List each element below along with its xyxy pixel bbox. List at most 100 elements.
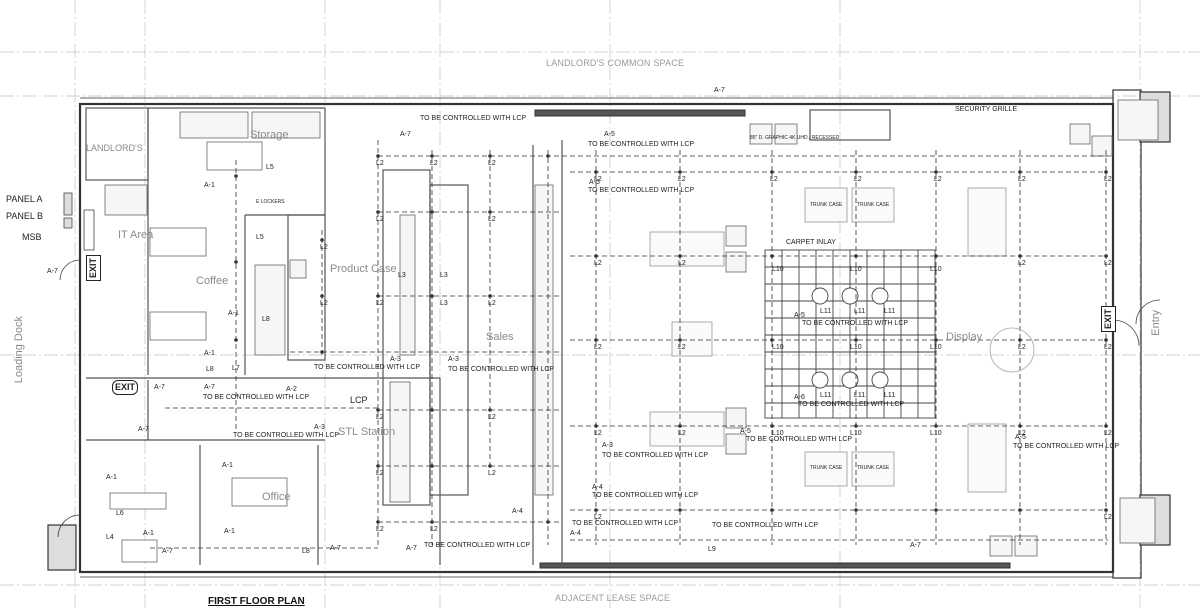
circuit-tag: L10 [930, 266, 942, 273]
circuit-tag: L3 [440, 300, 448, 307]
circuit-tag: A-4 [592, 484, 603, 491]
lcp-note-6: TO BE CONTROLLED WITH LCP [448, 366, 555, 373]
circuit-tag: L2 [488, 414, 496, 421]
circuit-tag: L2 [678, 176, 686, 183]
lcp-note-8: TO BE CONTROLLED WITH LCP [798, 401, 905, 408]
trunk-case-label-3: TRUNK CASE [810, 465, 843, 471]
msb-label: MSB [22, 232, 42, 242]
circuit-tag: L2 [488, 470, 496, 477]
room-it-area: IT Area [118, 229, 154, 241]
circuit-tag: L2 [320, 300, 328, 307]
circuit-tag: L2 [1018, 176, 1026, 183]
circuit-tag: A-5 [740, 428, 751, 435]
circuit-tag: L8 [262, 316, 270, 323]
room-stl-station: STL Station [338, 426, 396, 438]
lcp-note-9: TO BE CONTROLLED WITH LCP [233, 432, 340, 439]
lockers-label: E LOCKERS [256, 199, 285, 205]
lcp-note-11: TO BE CONTROLLED WITH LCP [602, 452, 709, 459]
circuit-tag: L10 [930, 344, 942, 351]
circuit-tag: L10 [772, 266, 784, 273]
circuit-tag: L2 [1018, 344, 1026, 351]
room-office: Office [262, 491, 291, 503]
circuit-tag: L2 [1104, 176, 1112, 183]
circuit-tag: L2 [376, 216, 384, 223]
circuit-tag: A-1 [204, 350, 215, 357]
circuit-tag: L2 [1104, 514, 1112, 521]
circuit-tag: L2 [594, 514, 602, 521]
room-product-case: Product Case [330, 263, 397, 275]
circuit-tag: L2 [854, 176, 862, 183]
circuit-tag: L2 [376, 160, 384, 167]
lighting-circuits [150, 140, 1108, 549]
circuit-tag: L2 [594, 344, 602, 351]
exit-sign-west: EXIT [86, 255, 101, 282]
circuit-tag: L2 [678, 344, 686, 351]
circuit-tag: L2 [376, 526, 384, 533]
circuit-tag: L11 [884, 308, 896, 315]
panels-doors [57, 192, 1161, 538]
lcp-note-13: TO BE CONTROLLED WITH LCP [572, 520, 679, 527]
circuit-tag: L10 [772, 430, 784, 437]
circuit-tag: L10 [772, 344, 784, 351]
circuit-tag: L2 [488, 300, 496, 307]
lcp-note-15: TO BE CONTROLLED WITH LCP [424, 542, 531, 549]
circuit-tag: A-3 [390, 356, 401, 363]
circuit-tag: A-7 [162, 548, 173, 555]
circuit-tag: L2 [376, 300, 384, 307]
circuit-tag: A-1 [143, 530, 154, 537]
room-display: Display [946, 331, 983, 343]
trunk-case-label-2: TRUNK CASE [857, 202, 890, 208]
lcp-note-12: TO BE CONTROLLED WITH LCP [592, 492, 699, 499]
circuit-tag: L2 [488, 216, 496, 223]
circuit-tag: A-5 [604, 131, 615, 138]
circuit-tag: A-2 [286, 386, 297, 393]
circuit-tag: L11 [884, 392, 896, 399]
circuit-tag: A-1 [224, 528, 235, 535]
circuit-tag: L3 [398, 272, 406, 279]
circuit-tag: L5 [256, 234, 264, 241]
carpet-inlay-grid [764, 249, 936, 419]
room-coffee: Coffee [196, 275, 229, 287]
circuit-tag: A-7 [400, 131, 411, 138]
circuit-tag: L2 [1104, 260, 1112, 267]
circuit-tag: A-7 [47, 268, 58, 275]
circuit-tag: L2 [376, 470, 384, 477]
circuit-tag: A-7 [714, 87, 725, 94]
security-grille-label: SECURITY GRILLE [955, 106, 1018, 113]
circuit-tag: A-7 [330, 545, 341, 552]
circuit-tag: L7 [232, 365, 240, 372]
circuit-tag: A-1 [204, 182, 215, 189]
lcp-note-1: TO BE CONTROLLED WITH LCP [420, 115, 527, 122]
circuit-tag: A-7 [154, 384, 165, 391]
casework [104, 99, 1159, 563]
circuit-tag: L2 [594, 430, 602, 437]
circuit-tag: L2 [376, 414, 384, 421]
circuit-tag: A-1 [228, 310, 239, 317]
circuit-tag: A-5 [1015, 434, 1026, 441]
circuit-tag: L11 [820, 308, 832, 315]
light-fixtures [234, 154, 1108, 524]
exit-sign-entry: EXIT [1101, 306, 1116, 333]
lcp-note-2: TO BE CONTROLLED WITH LCP [588, 141, 695, 148]
circuit-tag: L11 [854, 308, 866, 315]
circuit-tag: L2 [488, 160, 496, 167]
circuit-tag: L10 [850, 430, 862, 437]
bottom-space-label: ADJACENT LEASE SPACE [555, 593, 671, 603]
circuit-tag: A-1 [106, 474, 117, 481]
circuit-tag: L3 [440, 272, 448, 279]
circuit-tag: L2 [1018, 430, 1026, 437]
room-loading-dock: Loading Dock [13, 316, 25, 384]
display-fixtures [649, 187, 1007, 493]
trunk-case-label-4: TRUNK CASE [857, 465, 890, 471]
lcp-note-14: TO BE CONTROLLED WITH LCP [712, 522, 819, 529]
panel-b-label: PANEL B [6, 211, 44, 221]
lcp-label: LCP [350, 395, 368, 405]
circuit-tag: L4 [106, 534, 114, 541]
circuit-tag: A-3 [602, 442, 613, 449]
circuit-tag: L11 [854, 392, 866, 399]
plan-title: FIRST FLOOR PLAN [208, 596, 305, 607]
circuit-tag: A-7 [406, 545, 417, 552]
trunk-case-label-1: TRUNK CASE [810, 202, 843, 208]
